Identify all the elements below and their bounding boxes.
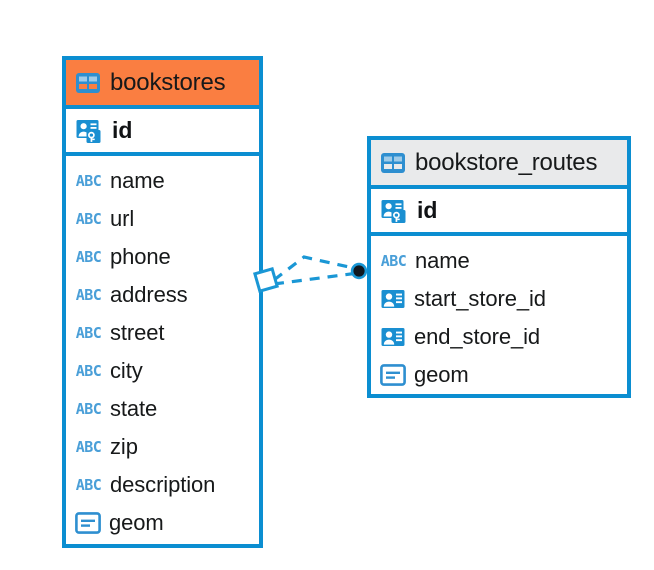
text-abc-icon: ABC (75, 437, 102, 456)
table-icon (75, 70, 101, 96)
field-row-state[interactable]: ABC state (66, 390, 259, 428)
field-row-address[interactable]: ABC address (66, 276, 259, 314)
field-label: phone (110, 244, 171, 269)
text-abc-icon: ABC (75, 171, 102, 190)
entity-bookstore-routes[interactable]: bookstore_routes id (367, 136, 631, 398)
field-label: start_store_id (414, 286, 546, 311)
entity-bookstores[interactable]: bookstores id (62, 56, 263, 548)
field-row-url[interactable]: ABC url (66, 200, 259, 238)
text-abc-icon: ABC (75, 323, 102, 342)
field-row-zip[interactable]: ABC zip (66, 428, 259, 466)
relationship-connector[interactable] (252, 240, 372, 312)
field-label: address (110, 282, 188, 307)
field-label: geom (109, 510, 164, 535)
relationship-line-lower (273, 271, 359, 286)
field-list-bookstore-routes: ABC name start_store_id (371, 236, 627, 398)
entity-header-bookstores[interactable]: bookstores (66, 60, 259, 109)
primary-key-label-bookstore-routes: id (417, 197, 438, 223)
relationship-line-upper (273, 255, 359, 282)
entity-header-bookstore-routes[interactable]: bookstore_routes (371, 140, 627, 189)
field-row-name[interactable]: ABC name (66, 162, 259, 200)
field-row-city[interactable]: ABC city (66, 352, 259, 390)
field-label: geom (414, 362, 469, 387)
primary-key-label-bookstores: id (112, 117, 133, 143)
field-label: url (110, 206, 135, 231)
entity-title-bookstores: bookstores (110, 68, 226, 96)
field-row-description[interactable]: ABC description (66, 466, 259, 504)
field-row-phone[interactable]: ABC phone (66, 238, 259, 276)
field-label: city (110, 358, 143, 383)
field-label: state (110, 396, 158, 421)
primary-key-icon (380, 197, 408, 225)
primary-key-icon (75, 117, 103, 145)
foreign-key-icon (380, 288, 406, 310)
field-label: name (110, 168, 165, 193)
field-label: description (110, 472, 216, 497)
entity-title-bookstore-routes: bookstore_routes (415, 148, 598, 176)
field-row-start-store-id[interactable]: start_store_id (371, 280, 627, 318)
field-label: end_store_id (414, 324, 541, 349)
field-row-street[interactable]: ABC street (66, 314, 259, 352)
text-abc-icon: ABC (380, 251, 407, 270)
field-row-geom[interactable]: geom (371, 356, 627, 394)
primary-key-row-bookstore-routes[interactable]: id (371, 189, 627, 236)
text-abc-icon: ABC (75, 209, 102, 228)
field-list-bookstores: ABC name ABC url ABC phone ABC (66, 156, 259, 546)
geometry-icon (380, 364, 406, 386)
field-label: name (415, 248, 470, 273)
text-abc-icon: ABC (75, 399, 102, 418)
text-abc-icon: ABC (75, 285, 102, 304)
geometry-icon (75, 512, 101, 534)
table-icon (380, 150, 406, 176)
field-row-geom[interactable]: geom (66, 504, 259, 542)
text-abc-icon: ABC (75, 475, 102, 494)
text-abc-icon: ABC (75, 361, 102, 380)
text-abc-icon: ABC (75, 247, 102, 266)
field-row-end-store-id[interactable]: end_store_id (371, 318, 627, 356)
field-label: street (110, 320, 165, 345)
field-row-name[interactable]: ABC name (371, 242, 627, 280)
foreign-key-icon (380, 326, 406, 348)
relationship-circle-marker (350, 262, 368, 280)
primary-key-row-bookstores[interactable]: id (66, 109, 259, 156)
field-label: zip (110, 434, 138, 459)
